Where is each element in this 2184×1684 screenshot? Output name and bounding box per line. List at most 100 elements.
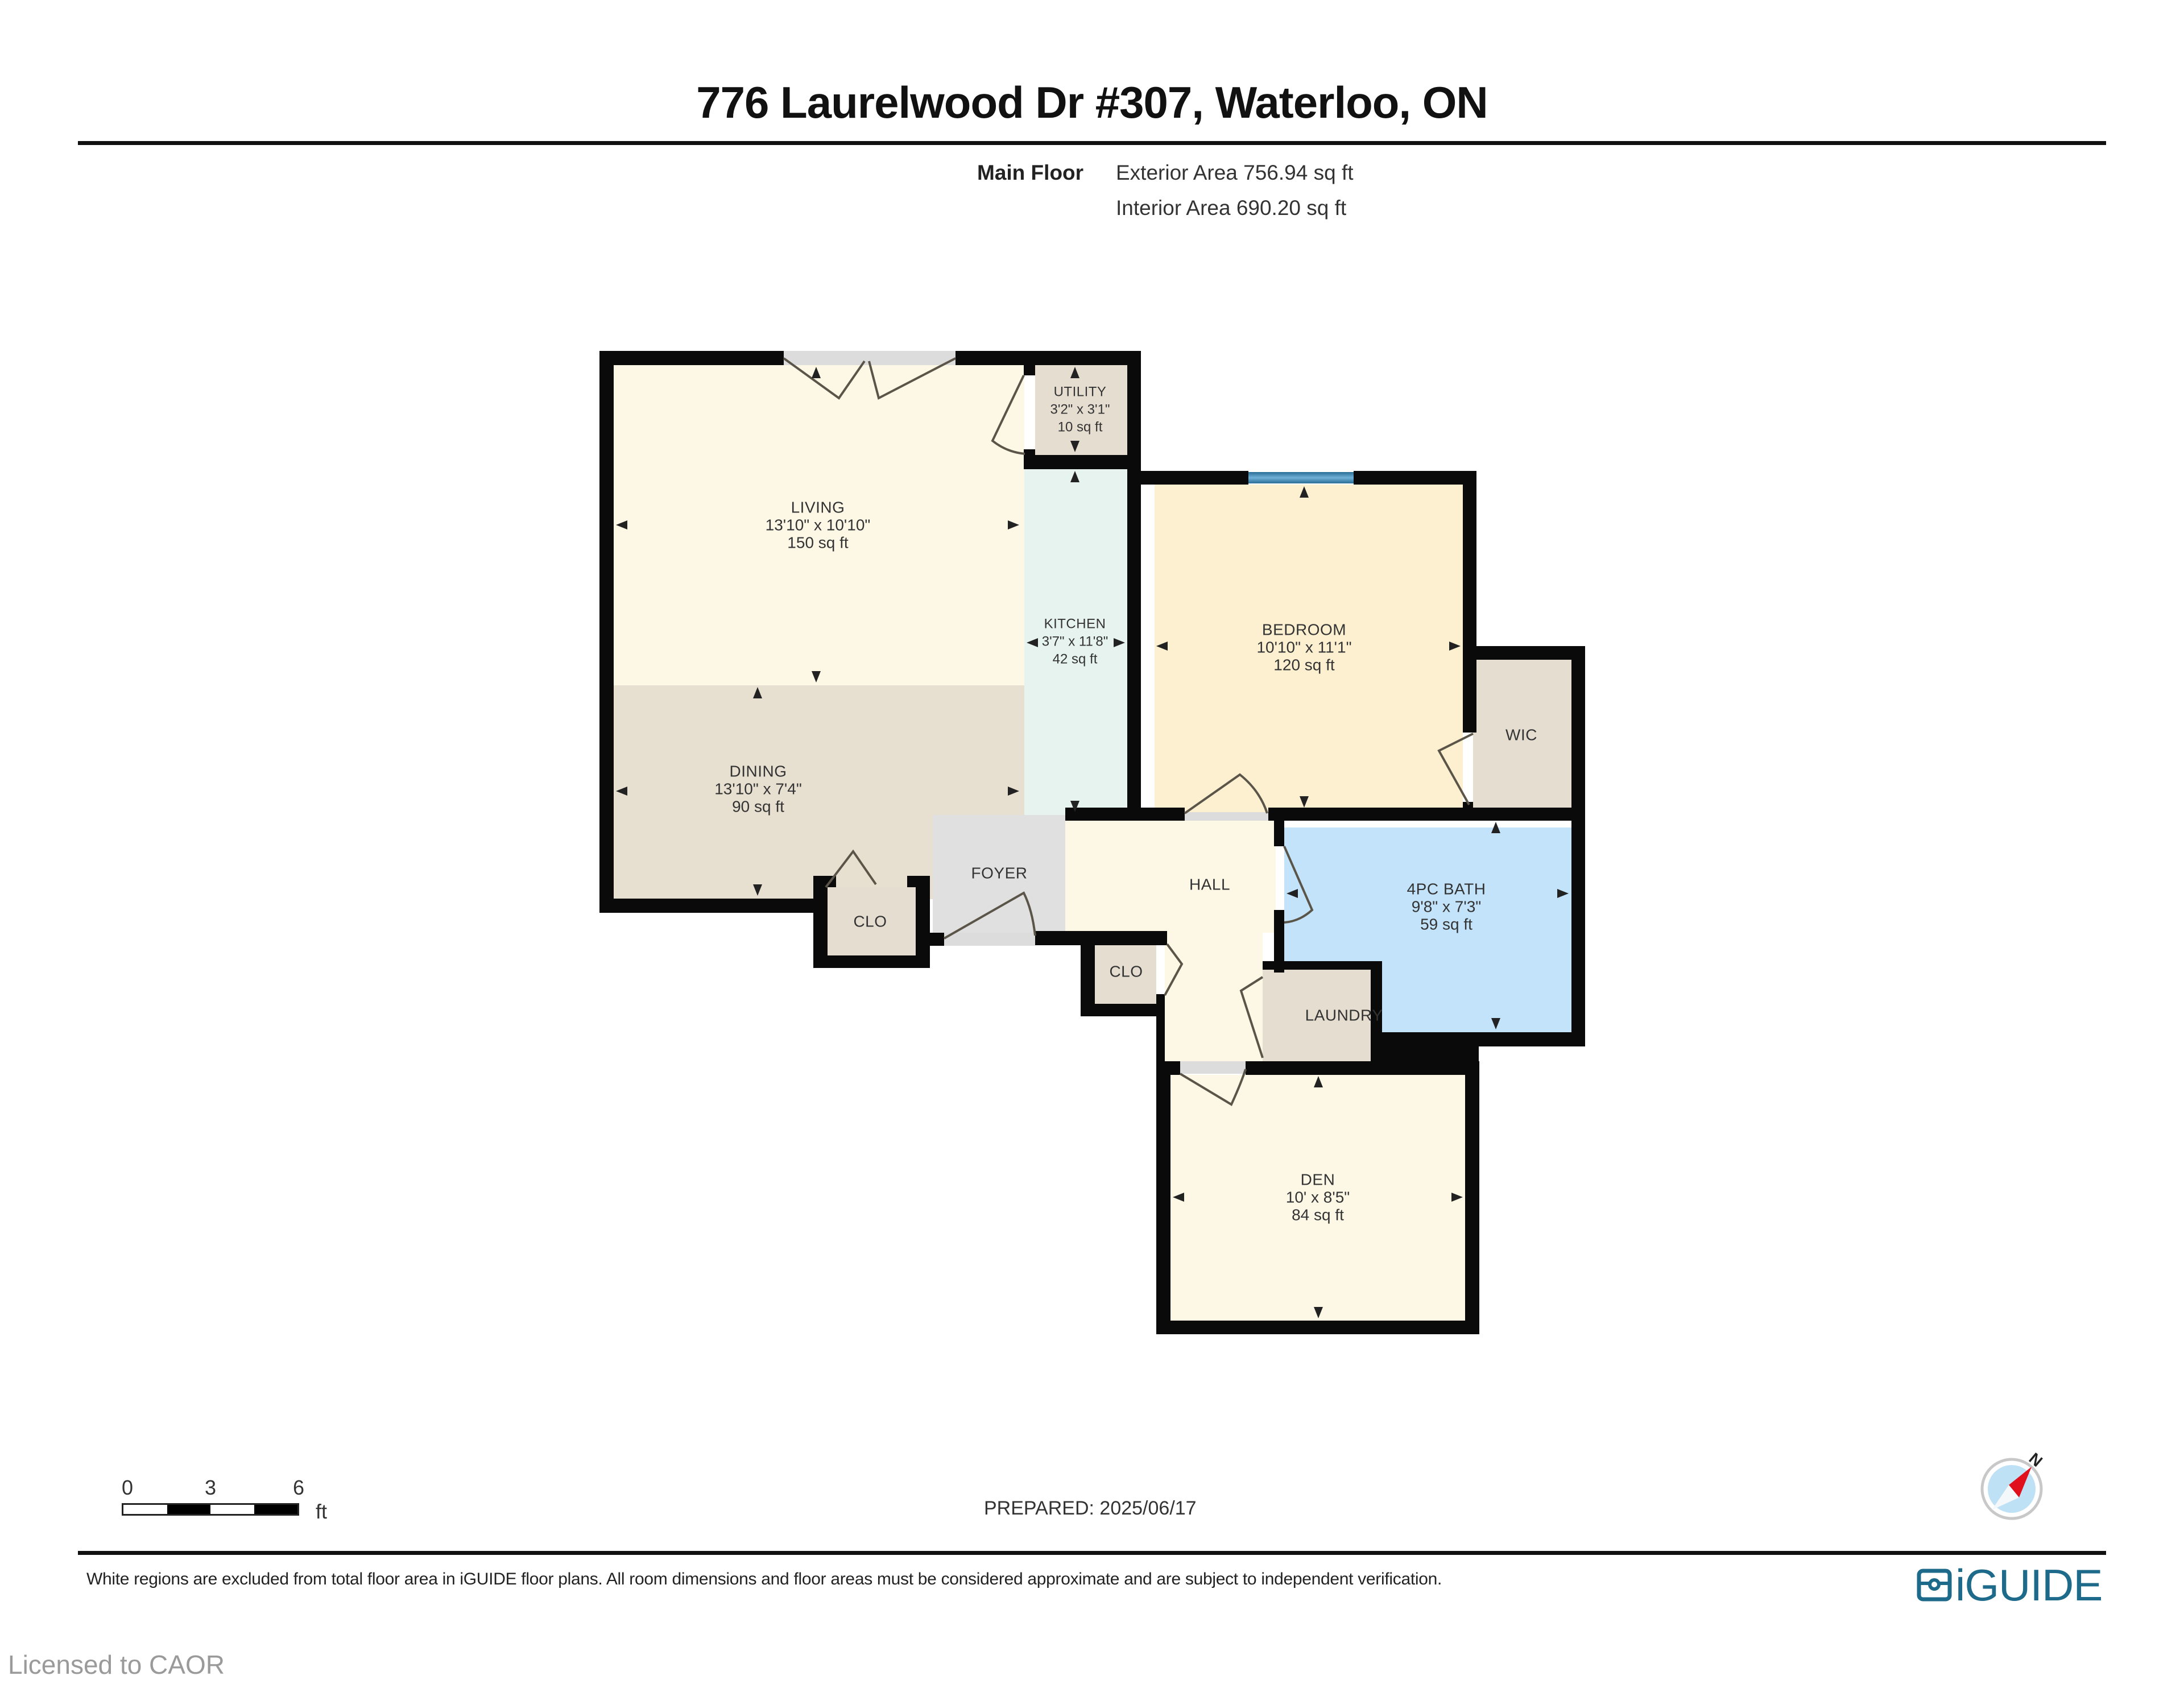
room-wic[interactable]: [1473, 660, 1571, 812]
wall: [1065, 808, 1185, 821]
wall: [1371, 1032, 1585, 1046]
wall: [1268, 808, 1585, 821]
wall: [1156, 1321, 1479, 1334]
room-hall[interactable]: [1065, 821, 1276, 933]
dimension-arrow: [1070, 801, 1079, 812]
dimension-arrow: [1008, 520, 1019, 529]
wall: [599, 351, 784, 365]
wall: [813, 955, 930, 968]
dimension-arrow: [616, 520, 627, 529]
wall: [1156, 1061, 1170, 1334]
room-living[interactable]: [614, 365, 1024, 685]
scale-bar: 0 3 6 ft: [119, 1476, 347, 1533]
wall: [956, 351, 1141, 365]
wall: [1127, 351, 1141, 821]
scale-bar-graphic: [122, 1503, 299, 1516]
wall: [1463, 646, 1585, 660]
room-utility[interactable]: [1035, 365, 1127, 455]
label-clo-hall: CLO: [1109, 962, 1143, 980]
room-bedroom[interactable]: [1155, 485, 1463, 812]
dimension-arrow: [1027, 638, 1038, 647]
scale-unit: ft: [316, 1500, 328, 1523]
wall: [1156, 994, 1165, 1074]
dimension-arrow: [1314, 1076, 1323, 1087]
iguide-logo[interactable]: iGUIDE: [1917, 1559, 2103, 1611]
dimension-arrow: [1300, 796, 1309, 808]
dimension-arrow: [1491, 822, 1500, 833]
prepared-date: PREPARED: 2025/06/17: [984, 1497, 1197, 1519]
licensed-watermark: Licensed to CAOR: [8, 1650, 225, 1679]
wall: [599, 899, 827, 913]
disclaimer: White regions are excluded from total fl…: [86, 1570, 1442, 1588]
dimension-arrow: [1070, 441, 1079, 452]
title-divider: [78, 141, 2106, 145]
compass-icon: N: [1974, 1442, 2053, 1521]
wall: [1463, 802, 1473, 819]
iguide-logo-text: iGUIDE: [1955, 1559, 2103, 1610]
dimension-arrow: [1451, 1193, 1463, 1202]
wall: [1354, 471, 1476, 485]
dimension-arrow: [1557, 889, 1569, 898]
wall: [1463, 471, 1476, 733]
scale-label-3: 3: [205, 1476, 217, 1499]
wall: [1274, 821, 1284, 846]
label-hall: HALL: [1189, 875, 1231, 893]
wall: [1465, 1061, 1479, 1334]
dimension-arrow: [1070, 367, 1079, 378]
wall: [1263, 961, 1382, 970]
room-laundry[interactable]: [1263, 970, 1371, 1062]
dimension-arrow: [1008, 787, 1019, 796]
footer-divider: [78, 1551, 2106, 1555]
dimension-arrow: [1070, 471, 1079, 482]
wall: [599, 351, 614, 913]
entry-door-gap: [944, 933, 1035, 946]
room-den[interactable]: [1170, 1075, 1465, 1321]
dimension-arrow: [1173, 1193, 1184, 1202]
wall: [916, 876, 930, 967]
scale-label-0: 0: [122, 1476, 134, 1499]
wall: [1571, 646, 1585, 1046]
dimension-arrow: [753, 884, 762, 896]
wall: [1141, 471, 1248, 485]
dimension-arrow: [1287, 889, 1298, 898]
room-kitchen[interactable]: [1024, 469, 1127, 815]
wall: [1081, 931, 1095, 1016]
wall: [1081, 1004, 1165, 1016]
floor-label: Main Floor: [977, 161, 1084, 184]
window: [1248, 472, 1354, 483]
dimension-arrow: [753, 687, 762, 698]
wall: [1035, 931, 1167, 945]
exterior-area: Exterior Area 756.94 sq ft: [1116, 161, 1354, 184]
bedroom-door-gap: [1183, 812, 1268, 821]
label-clo-dining: CLO: [853, 912, 887, 930]
wall: [1024, 365, 1035, 375]
balcony-door-gap: [784, 351, 956, 365]
page-title: 776 Laurelwood Dr #307, Waterloo, ON: [696, 77, 1488, 127]
room-hall-lower: [1165, 927, 1263, 1062]
dimension-arrow: [1114, 638, 1125, 647]
dimension-arrow: [1156, 642, 1168, 651]
dimension-arrow: [616, 787, 627, 796]
label-laundry: LAUNDRY: [1305, 1006, 1383, 1024]
wall: [1274, 910, 1284, 973]
wall: [813, 876, 828, 967]
iguide-logo-icon: [1917, 1569, 1952, 1602]
dimension-arrow: [1491, 1018, 1500, 1029]
label-foyer: FOYER: [971, 864, 1028, 882]
dimension-arrow: [1449, 642, 1461, 651]
label-wic: WIC: [1505, 726, 1537, 744]
room-clo-hall[interactable]: [1095, 944, 1156, 1004]
room-clo-dining[interactable]: [828, 887, 916, 955]
wall: [930, 933, 944, 946]
den-door-gap: [1180, 1061, 1246, 1074]
dimension-arrow: [1300, 486, 1309, 498]
dimension-arrow: [812, 671, 821, 682]
wall: [1024, 455, 1127, 469]
